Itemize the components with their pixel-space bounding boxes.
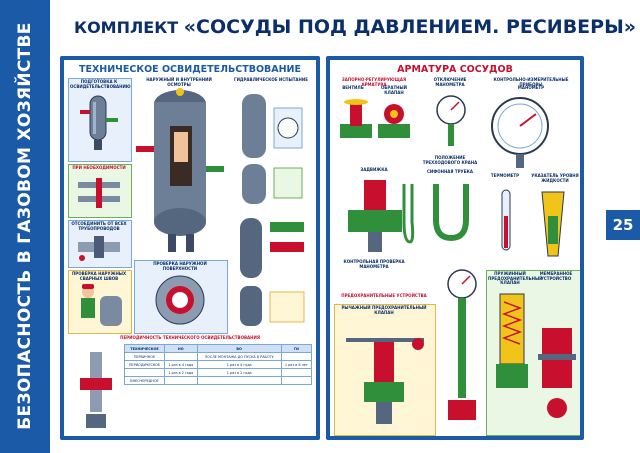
caption-periodicity: ПЕРИОДИЧНОСТЬ ТЕХНИЧЕСКОГО ОСВИДЕТЕЛЬСТВ…: [120, 335, 260, 340]
large-vessel-illustration: [136, 88, 224, 252]
gauge-shutoff-illustration: [436, 95, 466, 146]
worker-illustration: [81, 284, 122, 326]
table-cell: [163, 352, 198, 361]
table-cell: 1 раз в 8 лет: [280, 360, 313, 369]
caption-outer-surface: ПРОВЕРКА НАРУЖНОЙ ПОВЕРХНОСТИ: [153, 261, 207, 271]
caption-shutoff-fittings: ЗАПОРНО-РЕГУЛИРУЮЩАЯ АРМАТУРА: [341, 77, 407, 87]
caption-preparation: ПОДГОТОВКА К ОСВИДЕТЕЛЬСТВОВАНИЮ: [70, 79, 131, 89]
table-cell: [280, 368, 313, 377]
page-title-prefix: КОМПЛЕКТ: [74, 18, 184, 37]
hydro-test-illustration: [242, 94, 303, 204]
gate-valve-illustration: [348, 180, 402, 252]
table-cell: ПЕРВИЧНОЕ: [124, 352, 165, 361]
poster-vessel-fittings[interactable]: АРМАТУРА СОСУДОВ ЗАПОРНО-РЕГУЛИРУЮЩАЯ АР…: [326, 56, 584, 440]
table-cell: ПЕРИОДИЧЕСКОЕ: [124, 360, 165, 369]
table-cell: [163, 376, 198, 385]
poster-left-title: ТЕХНИЧЕСКОЕ ОСВИДЕТЕЛЬСТВОВАНИЕ: [78, 64, 302, 75]
table-cell: 1 раз в 4 года: [163, 360, 198, 369]
caption-hydro-test: ГИДРАВЛИЧЕСКОЕ ИСПЫТАНИЕ: [234, 77, 308, 82]
periodicity-table: ТЕХНИЧЕСКОЕ НО ВО ГИ ПЕРВИЧНОЕ ПОСЛЕ МОН…: [124, 344, 313, 385]
caption-disconnect: ОТСОЕДИНИТЬ ОТ ВСЕХ ТРУБОПРОВОДОВ: [71, 221, 127, 231]
table-row: ПЕРИОДИЧЕСКОЕ 1 раз в 4 года 1 раз в 4 г…: [124, 360, 313, 369]
caption-safety-devices: ПРЕДОХРАНИТЕЛЬНЫЕ УСТРОЙСТВА: [341, 293, 427, 298]
caption-lever-valve: РЫЧАЖНЫЙ ПРЕДОХРАНИТЕЛЬНЫЙ КЛАПАН: [341, 305, 427, 315]
table-row: 1 раз в 2 года 1 раз в 2 года: [124, 368, 313, 377]
page-title-main: «СОСУДЫ ПОД ДАВЛЕНИЕМ. РЕСИВЕРЫ»: [183, 16, 637, 38]
valve-bottom-illustration: [80, 352, 112, 428]
test-vessels-illustration: [240, 218, 305, 326]
table-cell: 1 раз в 4 года: [196, 360, 282, 369]
caption-thermometer: ТЕРМОМЕТР: [490, 173, 520, 178]
siphon-tube-illustration: [402, 184, 415, 244]
poster-left-body: ТЕХНИЧЕСКОЕ ОСВИДЕТЕЛЬСТВОВАНИЕ ПОДГОТОВ…: [64, 60, 316, 436]
caption-welds: ПРОВЕРКА НАРУЖНЫХ СВАРНЫХ ШВОВ: [71, 271, 127, 281]
caption-gauge-check: КОНТРОЛЬНАЯ ПРОВЕРКА МАНОМЕТРА: [343, 259, 405, 269]
table-cell: [196, 376, 282, 385]
table-cell: [124, 368, 165, 377]
valves-illustration: [340, 99, 410, 138]
sidebar: БЕЗОПАСНОСТЬ В ГАЗОВОМ ХОЗЯЙСТВЕ: [0, 0, 50, 453]
caption-three-way: ПОЛОЖЕНИЕ ТРЕХХОДОВОГО КРАНА: [422, 155, 478, 165]
table-cell: ПОСЛЕ МОНТАЖА ДО ПУСКА В РАБОТУ: [196, 352, 282, 361]
table-cell: 1 раз в 2 года: [163, 368, 198, 377]
poster-right-body: АРМАТУРА СОСУДОВ ЗАПОРНО-РЕГУЛИРУЮЩАЯ АР…: [330, 60, 580, 436]
sidebar-title: БЕЗОПАСНОСТЬ В ГАЗОВОМ ХОЗЯЙСТВЕ: [15, 22, 35, 430]
flange-illustration: [78, 236, 120, 261]
thermo-level-illustration: [501, 189, 565, 257]
table-header-cell: НО: [163, 344, 198, 353]
caption-siphon: СИФОННАЯ ТРУБКА: [426, 169, 474, 174]
table-header-cell: ВО: [196, 344, 282, 353]
manometer-illustration: [491, 97, 549, 168]
caption-gauge-off: ОТКЛЮЧЕНИЕ МАНОМЕТРА: [433, 77, 467, 87]
caption-inspections: НАРУЖНЫЙ И ВНУТРЕННИЙ ОСМОТРЫ: [146, 77, 212, 87]
caption-membrane: МЕМБРАННОЕ УСТРОЙСТВО: [539, 271, 573, 281]
caption-level-indicator: УКАЗАТЕЛЬ УРОВНЯ ЖИДКОСТИ: [531, 173, 579, 183]
spring-membrane-illustration: [496, 293, 576, 418]
table-cell: [280, 352, 313, 361]
caption-spring-valve: ПРУЖИННЫЙ ПРЕДОХРАНИТЕЛЬНЫЙ КЛАПАН: [488, 271, 543, 286]
caption-check-valve: ОБРАТНЫЙ КЛАПАН: [380, 85, 408, 95]
page-title: КОМПЛЕКТ «СОСУДЫ ПОД ДАВЛЕНИЕМ. РЕСИВЕРЫ…: [74, 16, 637, 38]
table-header-cell: ТЕХНИЧЕСКОЕ: [124, 344, 165, 353]
table-row: ВНЕОЧЕРЕДНОЕ: [124, 376, 313, 385]
caption-instruments: КОНТРОЛЬНО-ИЗМЕРИТЕЛЬНЫЕ ПРИБОРЫ: [493, 77, 569, 87]
table-row: ПЕРВИЧНОЕ ПОСЛЕ МОНТАЖА ДО ПУСКА В РАБОТ…: [124, 352, 313, 361]
table-cell: 1 раз в 2 года: [196, 368, 282, 377]
table-cell: [280, 376, 313, 385]
poster-technical-inspection[interactable]: ТЕХНИЧЕСКОЕ ОСВИДЕТЕЛЬСТВОВАНИЕ ПОДГОТОВ…: [60, 56, 320, 440]
caption-gate-valve: ЗАДВИЖКА: [360, 167, 388, 172]
caption-manometer: МАНОМЕТР: [517, 85, 545, 90]
lever-valve-illustration: [346, 338, 424, 424]
three-way-illustration: [433, 184, 469, 242]
caption-if-needed: ПРИ НЕОБХОДИМОСТИ: [72, 165, 126, 170]
gauge-pipe-illustration: [447, 269, 477, 420]
pipes-illustration: [78, 178, 120, 208]
table-header-cell: ГИ: [280, 344, 313, 353]
poster-right-title: АРМАТУРА СОСУДОВ: [397, 64, 513, 75]
caption-valve: ВЕНТИЛЬ: [342, 85, 364, 90]
manhole-illustration: [155, 275, 205, 325]
table-cell: ВНЕОЧЕРЕДНОЕ: [124, 376, 165, 385]
vessel-small-illustration: [80, 95, 118, 150]
table-header-row: ТЕХНИЧЕСКОЕ НО ВО ГИ: [124, 344, 313, 353]
page-number-badge: 25: [606, 210, 640, 240]
